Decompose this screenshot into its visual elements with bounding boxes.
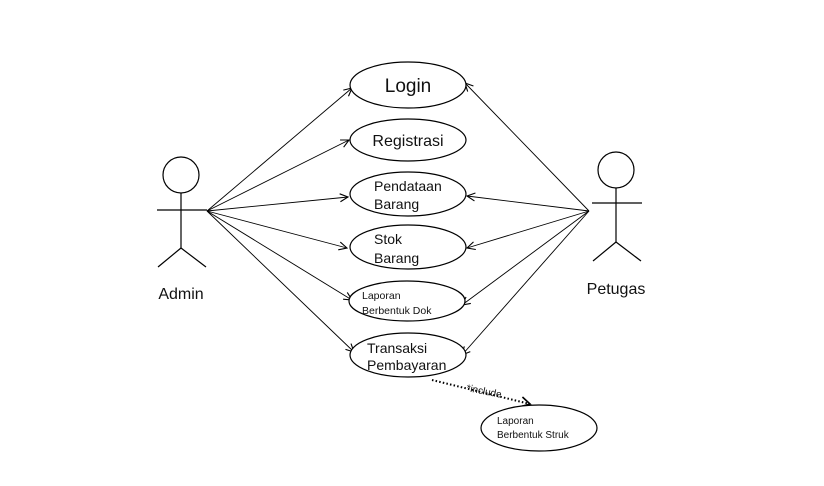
use-case-transaksi-pembayaran[interactable]: Transaksi Pembayaran (349, 332, 467, 378)
assoc-admin-registrasi (206, 140, 349, 212)
actor-admin-leg-left (157, 247, 182, 268)
actor-admin[interactable]: Admin (157, 156, 207, 303)
assoc-admin-login (206, 88, 352, 212)
use-case-transaksi-pembayaran-line1: Transaksi (367, 340, 427, 356)
assoc-admin-transaksi (206, 210, 354, 352)
actor-admin-label: Admin (158, 286, 203, 303)
actor-admin-leg-right (180, 247, 207, 268)
admin-associations (206, 88, 354, 352)
use-case-login-label: Login (385, 76, 432, 97)
use-case-pendataan-barang-line2: Barang (374, 196, 419, 212)
use-case-laporan-struk-line1: Laporan (497, 416, 534, 427)
actor-petugas-leg-right (615, 241, 642, 262)
include-dependency: *include (431, 379, 532, 408)
actor-petugas-label: Petugas (587, 281, 646, 298)
assoc-petugas-login (465, 83, 590, 212)
use-case-stok-barang-line1: Stok (374, 231, 403, 247)
use-case-pendataan-barang[interactable]: Pendataan Barang (349, 171, 467, 217)
use-case-laporan-struk[interactable]: Laporan Berbentuk Struk (480, 404, 598, 452)
include-label: *include (465, 383, 502, 401)
use-case-registrasi[interactable]: Registrasi (349, 118, 467, 162)
assoc-admin-stok (206, 210, 347, 248)
use-case-transaksi-pembayaran-line2: Pembayaran (367, 357, 446, 373)
assoc-petugas-transaksi (462, 210, 590, 355)
assoc-admin-pendataan (206, 197, 348, 212)
use-case-laporan-dok-line2: Berbentuk Dok (362, 305, 432, 317)
actor-petugas-leg-left (592, 241, 617, 262)
use-case-stok-barang[interactable]: Stok Barang (349, 224, 467, 270)
use-case-registrasi-label: Registrasi (372, 133, 443, 150)
use-case-stok-barang-line2: Barang (374, 250, 419, 266)
actor-petugas[interactable]: Petugas (587, 151, 646, 298)
assoc-petugas-laporan-dok (462, 210, 590, 305)
use-case-laporan-dok-line1: Laporan (362, 290, 401, 302)
use-case-login[interactable]: Login (349, 61, 467, 109)
assoc-admin-laporan-dok (206, 210, 352, 300)
use-case-laporan-struk-line2: Berbentuk Struk (497, 430, 570, 441)
petugas-associations (462, 83, 590, 355)
actor-admin-head (162, 156, 200, 194)
assoc-petugas-pendataan (467, 196, 590, 212)
use-case-laporan-dok[interactable]: Laporan Berbentuk Dok (348, 280, 466, 322)
use-case-pendataan-barang-line1: Pendataan (374, 178, 442, 194)
assoc-petugas-stok (467, 210, 590, 248)
actor-petugas-head (597, 151, 635, 189)
